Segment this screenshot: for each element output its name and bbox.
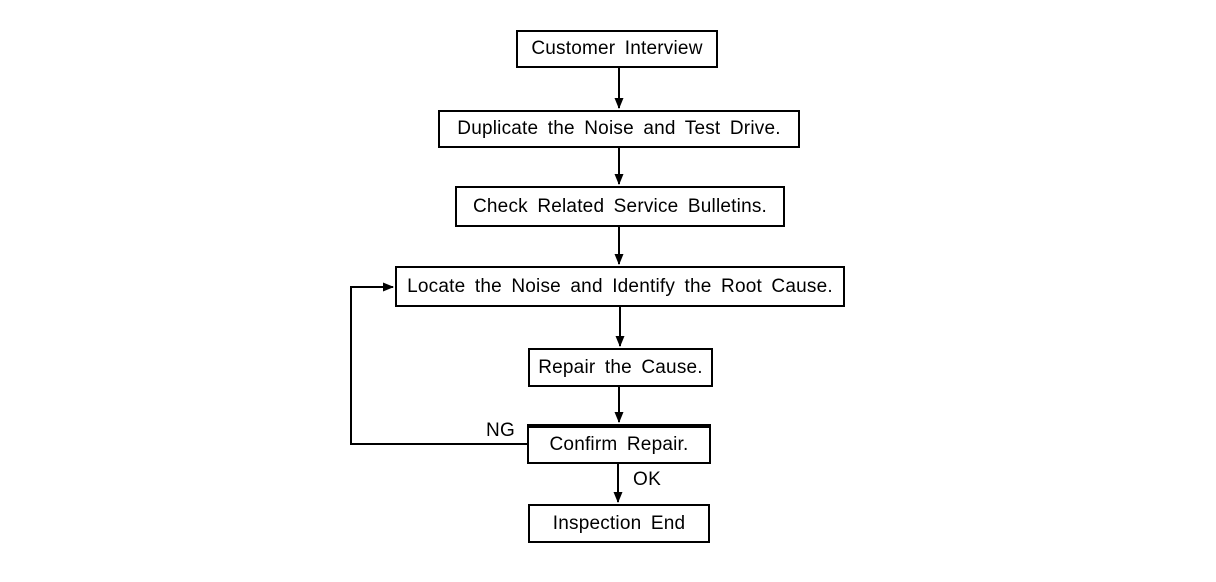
flow-node-customer-interview: Customer Interview xyxy=(516,30,718,68)
flow-node-repair-cause: Repair the Cause. xyxy=(528,348,713,387)
flow-node-label: Duplicate the Noise and Test Drive. xyxy=(457,118,781,139)
flow-node-label: Check Related Service Bulletins. xyxy=(472,195,768,217)
flow-node-inspection-end: Inspection End xyxy=(528,504,710,543)
edge-label-ng: NG xyxy=(486,420,516,441)
feedback-arrow-ng xyxy=(350,282,527,445)
flow-node-label: Inspection End xyxy=(552,512,686,534)
edge-label-ok: OK xyxy=(633,469,662,490)
flow-node-locate-noise: Locate the Noise and Identify the Root C… xyxy=(395,266,845,307)
flow-node-label: Repair the Cause. xyxy=(538,356,703,378)
flow-node-label: Customer Interview xyxy=(531,38,703,59)
flow-node-duplicate-noise: Duplicate the Noise and Test Drive. xyxy=(438,110,800,148)
flow-node-label: Locate the Noise and Identify the Root C… xyxy=(407,275,833,297)
flow-node-check-bulletins: Check Related Service Bulletins. xyxy=(455,186,785,227)
flow-node-label: Confirm Repair. xyxy=(549,434,689,455)
flow-node-confirm-repair: Confirm Repair. xyxy=(527,424,711,464)
